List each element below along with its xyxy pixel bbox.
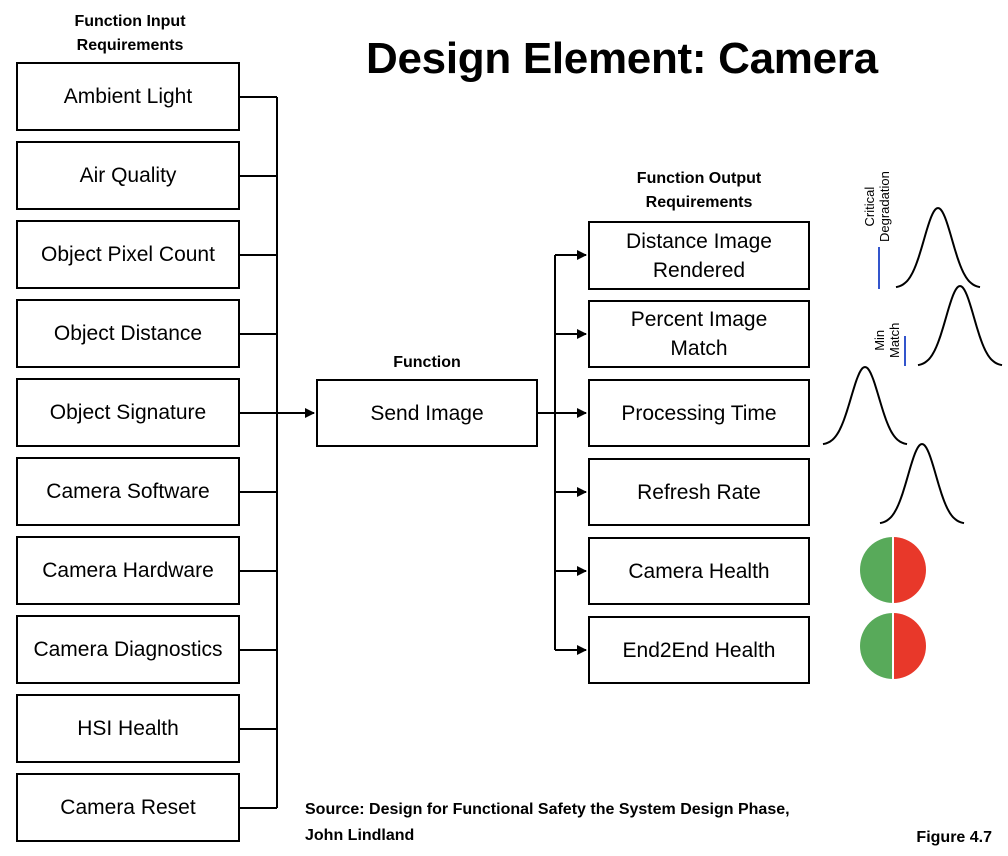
source-line-1: Source: Design for Functional Safety the…	[305, 801, 790, 818]
input-object-distance: Object Distance	[16, 299, 240, 368]
end2end-health-divider	[892, 613, 894, 679]
input-ambient-light: Ambient Light	[16, 62, 240, 131]
min-label: Min	[872, 329, 887, 351]
output-header-line-1: Function Output	[636, 170, 762, 187]
output-processing-time: Processing Time	[588, 379, 810, 447]
camera-health-bad-half	[893, 537, 926, 603]
input-camera-reset: Camera Reset	[16, 773, 240, 842]
source-note: Source: Design for Functional Safety the…	[305, 797, 790, 849]
input-header-line-1: Function Input	[74, 13, 186, 30]
output-match-line-1: Percent Image	[630, 308, 768, 331]
min-match-threshold-line	[904, 336, 906, 366]
output-distance-line-1: Distance Image	[626, 229, 772, 253]
critical-degradation-label: Critical Degradation	[862, 171, 892, 242]
input-camera-software: Camera Software	[16, 457, 240, 526]
refresh-rate-distribution-curve-icon	[879, 442, 965, 525]
input-camera-hardware: Camera Hardware	[16, 536, 240, 605]
figure-label: Figure 4.7	[916, 829, 992, 846]
function-header: Function	[393, 354, 461, 371]
camera-health-good-half	[860, 537, 893, 603]
processing-time-distribution-curve-icon	[822, 365, 908, 446]
input-header-line-2: Requirements	[76, 37, 184, 54]
end2end-health-good-half	[860, 613, 893, 679]
end2end-health-bad-half	[893, 613, 926, 679]
input-camera-diagnostics: Camera Diagnostics	[16, 615, 240, 684]
output-match-line-2: Match	[670, 337, 728, 360]
output-end2end-health: End2End Health	[588, 616, 810, 684]
input-air-quality: Air Quality	[16, 141, 240, 210]
output-refresh-rate: Refresh Rate	[588, 458, 810, 526]
input-object-signature: Object Signature	[16, 378, 240, 447]
min-match-label: Min Match	[872, 323, 902, 358]
source-line-2: John Lindland	[305, 827, 415, 844]
critical-label: Critical	[862, 186, 877, 227]
match-distribution-curve-icon	[917, 284, 1003, 367]
camera-health-indicator-icon	[860, 537, 926, 603]
match-label: Match	[887, 322, 902, 358]
diagram-title: Design Element: Camera	[366, 34, 878, 83]
degradation-label: Degradation	[877, 171, 892, 242]
output-camera-health: Camera Health	[588, 537, 810, 605]
output-distance-image-rendered: Distance Image Rendered	[588, 221, 810, 290]
output-percent-image-match: Percent Image Match	[588, 300, 810, 368]
function-send-image: Send Image	[316, 379, 538, 447]
input-requirements-header: Function Input Requirements	[30, 10, 230, 58]
input-hsi-health: HSI Health	[16, 694, 240, 763]
camera-health-divider	[892, 537, 894, 603]
critical-degradation-threshold-line	[878, 247, 880, 289]
distance-distribution-curve-icon	[895, 206, 981, 289]
output-distance-line-2: Rendered	[652, 258, 746, 282]
input-object-pixel-count: Object Pixel Count	[16, 220, 240, 289]
end2end-health-indicator-icon	[860, 613, 926, 679]
output-requirements-header: Function Output Requirements	[588, 167, 810, 215]
output-header-line-2: Requirements	[645, 194, 753, 211]
